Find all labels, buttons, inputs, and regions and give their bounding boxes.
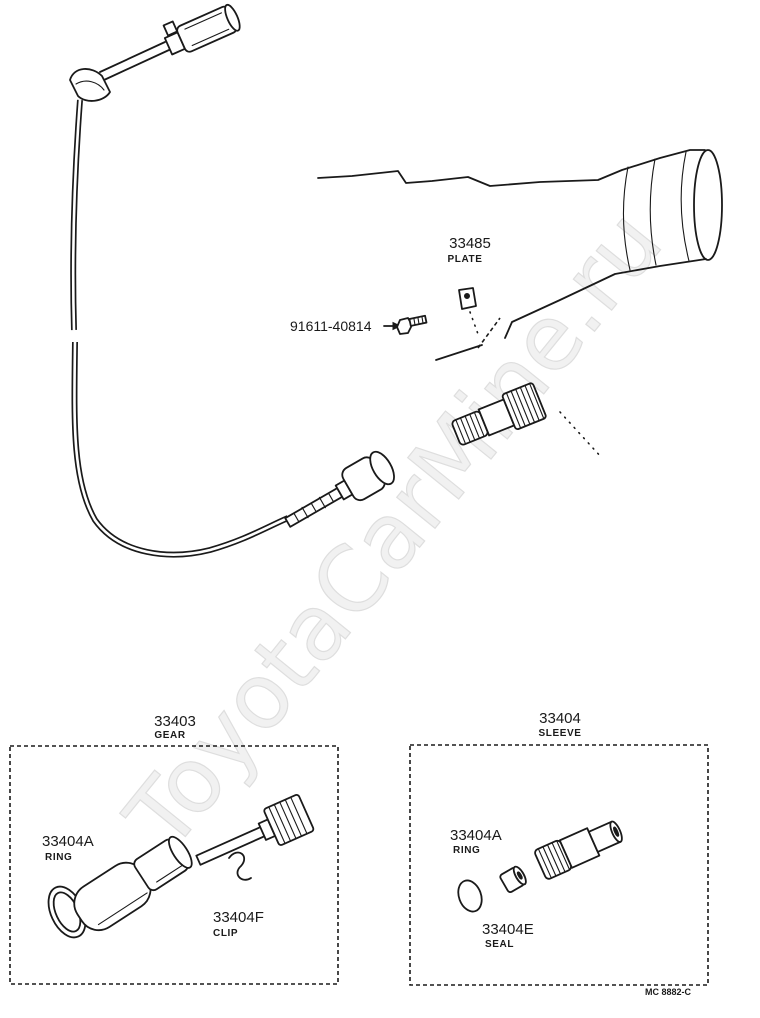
cable-lower-inner [73, 341, 289, 556]
bolt-threads [413, 316, 424, 326]
assembly-gear-teeth [505, 382, 545, 429]
grommet-edge [75, 80, 105, 91]
bolt-head [396, 317, 413, 335]
seal-part-name: SEAL [485, 939, 514, 950]
plate-centerline-dots [469, 311, 479, 335]
housing-ring-3 [680, 151, 690, 262]
connector-shading [184, 12, 230, 47]
ring-right-part-name: RING [453, 845, 480, 856]
plate-hole [464, 293, 470, 299]
housing-ring-2 [649, 158, 657, 266]
housing-bottom-stub [435, 344, 483, 361]
ring-left-part-name: RING [45, 852, 72, 863]
assembly-gear [501, 382, 547, 430]
gear-teeth [268, 796, 308, 845]
plate-part-name: PLATE [447, 254, 482, 265]
diagram-code: MC 8882-C [645, 987, 692, 997]
connector-end [369, 450, 395, 486]
cable-upper-inner [71, 99, 82, 331]
seal [499, 865, 527, 893]
plate [458, 287, 477, 310]
gear-sleeve [73, 835, 193, 932]
driven-gear-assembly [451, 382, 547, 446]
housing-top-outline [317, 149, 706, 187]
gear-teeth-block [263, 794, 315, 846]
sleeve-box-outline [409, 744, 709, 986]
ferrule-rings [293, 492, 335, 523]
clip-part-name: CLIP [213, 928, 238, 939]
seal-hole [516, 871, 523, 880]
cable-lower-outer [71, 341, 290, 558]
ring-right [457, 879, 483, 913]
sleeve-part [534, 820, 623, 880]
sleeve-shading [97, 865, 183, 926]
housing-bottom-outline [504, 258, 707, 339]
watermark: ToyotaCarMine.ru [106, 191, 683, 869]
clip [228, 851, 252, 881]
ring-right-part-number: 33404A [450, 827, 502, 844]
sleeve-thread-lines [537, 840, 571, 879]
gear-shaft [195, 794, 315, 866]
sleeve-part-name: SLEEVE [538, 728, 581, 739]
sleeve-kit-box: 33404 SLEEVE 33404A RING 33404E SEAL [409, 710, 709, 986]
plate-part-number: 33485 [449, 235, 491, 252]
bolt [383, 314, 428, 335]
housing-break-line [477, 317, 501, 349]
housing-mouth [693, 149, 723, 261]
sleeve-bore [613, 826, 620, 837]
connector-knob [162, 20, 179, 37]
assembly-thread-lines [455, 411, 485, 445]
connector-end [224, 3, 241, 32]
cable-top-line-b [103, 49, 170, 81]
sleeve-part-number: 33404 [539, 710, 581, 727]
grommet [69, 68, 111, 102]
cable-top-line-a [99, 41, 166, 73]
seal-part-number: 33404E [482, 921, 534, 938]
ring-left-part-number: 33404A [42, 833, 94, 850]
centerline-dots [559, 411, 603, 459]
transmission-housing [317, 149, 723, 459]
bolt-part-number: 91611-40814 [290, 318, 372, 334]
housing-ring-1 [622, 166, 631, 271]
cable-bottom-connector [284, 450, 395, 528]
speedometer-cable [69, 3, 395, 558]
sleeve-end [167, 835, 193, 869]
gear-box-outline [9, 745, 339, 985]
gear-kit-box: 33403 GEAR 33404A RING 33404F CLIP [9, 713, 339, 985]
gear-part-number: 33403 [154, 713, 196, 730]
cable-top-connector [162, 3, 241, 56]
gear-part-name: GEAR [154, 730, 185, 741]
clip-part-number: 33404F [213, 909, 264, 926]
